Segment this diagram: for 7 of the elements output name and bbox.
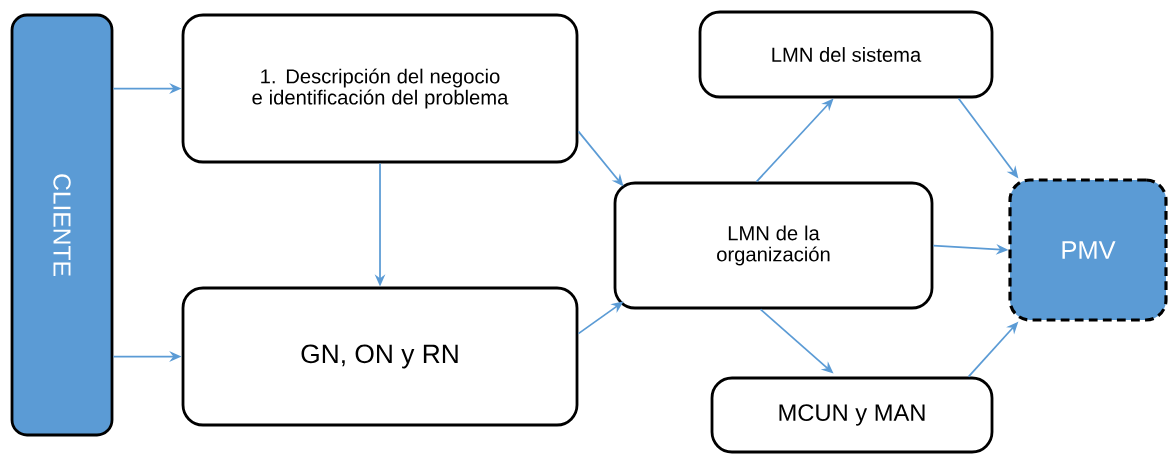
client-bar: CLIENTE xyxy=(10,13,114,437)
result-box: PMV xyxy=(1008,178,1168,322)
process-box: LMN de la organización xyxy=(613,181,934,310)
process-box: 1. Descripción del negocio e identificación del problema xyxy=(181,13,579,164)
process-box: GN, ON y RN xyxy=(181,286,579,427)
process-box: LMN del sistema xyxy=(698,10,994,99)
process-box: MCUN y MAN xyxy=(710,376,994,454)
